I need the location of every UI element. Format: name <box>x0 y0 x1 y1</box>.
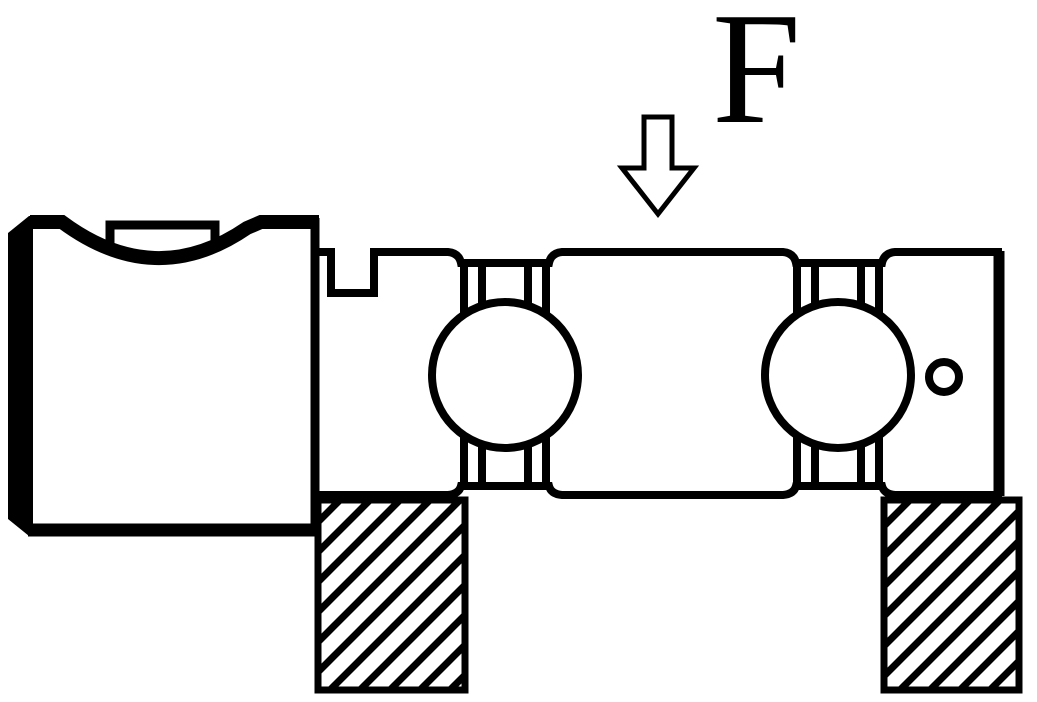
support-right <box>880 496 1023 694</box>
bearing-right-ball <box>761 298 915 452</box>
bearing-left <box>428 262 582 488</box>
side-hole <box>925 358 963 396</box>
bearing-left-ball <box>428 298 582 452</box>
left-block <box>8 215 320 537</box>
left-block-top-edge-with-arc <box>30 215 319 266</box>
support-left <box>314 496 469 694</box>
left-block-left-wall <box>8 216 33 536</box>
shaft-top-edge <box>314 248 1002 297</box>
force-arrow-icon <box>616 114 700 219</box>
bearing-right <box>761 262 915 488</box>
left-block-tab <box>105 220 220 249</box>
shaft <box>314 248 1005 499</box>
force-label: F <box>712 0 801 157</box>
force-annotation: F <box>616 0 801 219</box>
shaft-bottom-edge <box>314 482 1002 499</box>
